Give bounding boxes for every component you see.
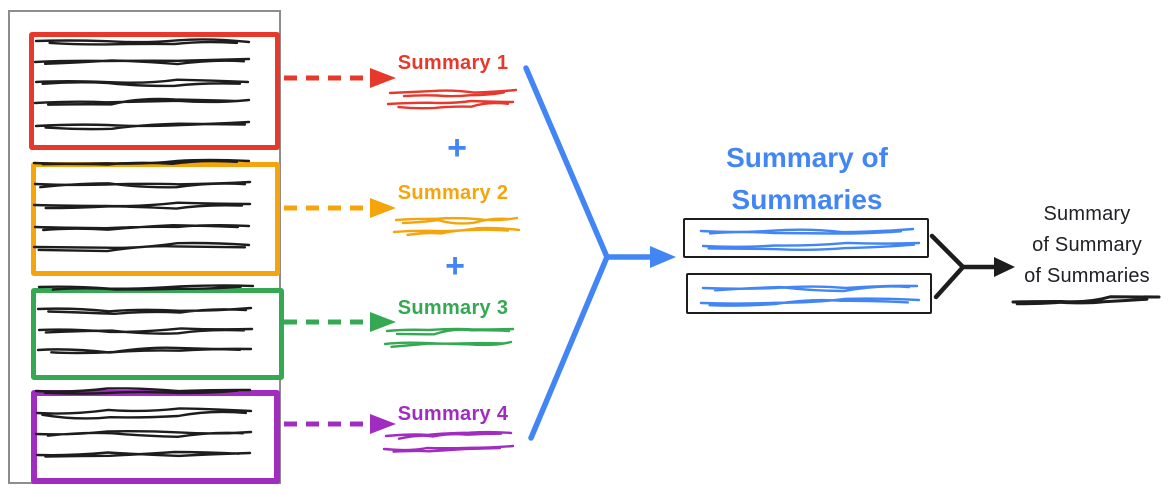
arrow-doc4-to-summary4 <box>284 414 396 434</box>
final-merge-bracket-icon <box>929 233 1015 300</box>
summary-4-scribbles <box>382 430 515 453</box>
document-4 <box>31 390 280 484</box>
document-3 <box>31 288 284 380</box>
scribble-line <box>392 226 521 237</box>
final-line-3: of Summaries <box>1024 265 1150 287</box>
summary-of-summaries-title: Summary of Summaries <box>679 137 935 221</box>
summary-3-label: Summary 3 <box>397 297 509 319</box>
scribble-line <box>386 99 515 110</box>
title-line-2: Summaries <box>731 184 883 215</box>
scribble-line <box>382 444 515 453</box>
final-summary-scribble <box>1011 295 1161 306</box>
scribble-line <box>383 340 513 348</box>
title-line-1: Summary of <box>726 142 888 173</box>
scribble-line <box>388 88 518 98</box>
plus-icon: + <box>445 247 465 285</box>
arrow-doc2-to-summary2 <box>284 198 396 218</box>
summary-1-scribbles <box>386 88 518 110</box>
summary-2-scribbles <box>392 216 521 237</box>
arrow-doc1-to-summary1 <box>284 68 396 88</box>
summary-of-summaries-page-1 <box>683 218 929 258</box>
arrowhead-icon <box>650 246 676 268</box>
summary-3-scribbles <box>383 327 515 348</box>
final-line-1: Summary <box>1043 203 1131 225</box>
scribble-line <box>1011 295 1161 306</box>
document-1 <box>29 32 280 150</box>
summary-2-label: Summary 2 <box>397 182 509 204</box>
final-line-2: of Summary <box>1032 234 1142 256</box>
scribble-line <box>384 430 513 440</box>
merge-bracket-icon <box>523 65 676 441</box>
document-2 <box>31 162 280 276</box>
source-documents-panel <box>8 10 284 484</box>
summary-4-label: Summary 4 <box>397 403 509 425</box>
summary-1-label: Summary 1 <box>397 52 509 74</box>
final-summary-label: Summary of Summary of Summaries <box>1007 199 1167 292</box>
scribble-line <box>385 327 515 336</box>
arrow-doc3-to-summary3 <box>284 312 396 332</box>
summary-of-summaries-page-2 <box>686 273 932 314</box>
scribble-line <box>394 216 519 225</box>
plus-icon: + <box>447 129 467 167</box>
